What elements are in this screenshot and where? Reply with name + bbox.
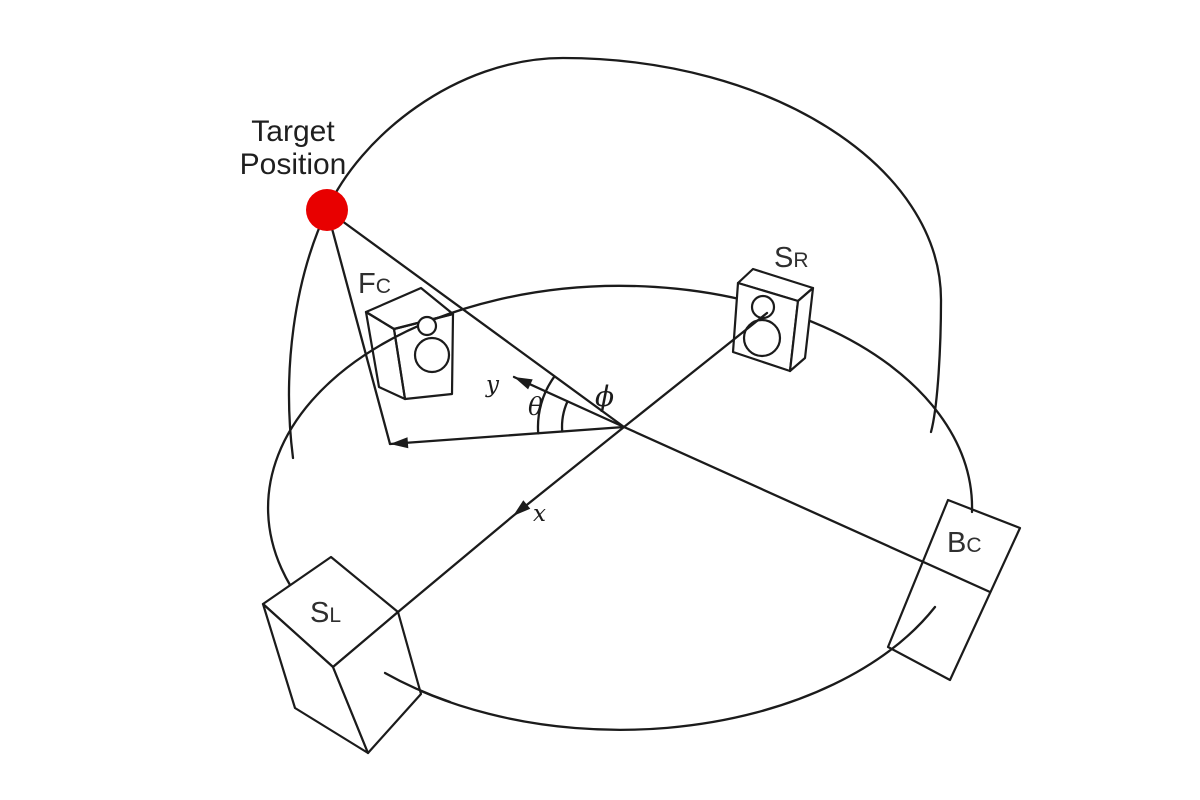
sr-label-main: S <box>774 242 793 274</box>
sl-speaker-label: SL <box>310 597 341 629</box>
target-position-dot <box>306 189 348 231</box>
fc-label-main: F <box>358 268 376 300</box>
speaker-ring <box>266 284 974 731</box>
target-to-listener-line <box>325 208 626 429</box>
target-position-label-line2: Position <box>240 148 347 181</box>
bc-label-sub: C <box>966 534 981 557</box>
fc-speaker-label: FC <box>358 268 391 300</box>
sl-label-main: S <box>310 597 329 629</box>
sr-speaker <box>731 267 815 373</box>
phi-angle-label: ϕ <box>595 380 614 413</box>
projection-arrowhead-icon <box>390 437 409 449</box>
bc-speaker-panel <box>886 498 1022 682</box>
bc-speaker-label: BC <box>947 527 982 559</box>
sr-tweeter <box>750 294 776 320</box>
sl-speaker-right-face <box>331 610 423 755</box>
sr-label-sub: R <box>793 249 808 272</box>
sl-label-sub: L <box>329 604 341 627</box>
y-axis-label: y <box>485 372 500 398</box>
fc-speaker <box>364 286 455 401</box>
fc-label-sub: C <box>376 275 391 298</box>
target-drop-line <box>325 208 392 446</box>
sl-speaker <box>261 555 423 755</box>
sr-speaker-label: SR <box>774 242 809 274</box>
target-projection-line <box>388 425 626 446</box>
theta-angle-label: θ <box>528 392 543 421</box>
sr-woofer <box>742 318 782 358</box>
y-axis-line <box>512 375 992 594</box>
x-axis-label: x <box>533 501 546 527</box>
sr-speaker-right-face <box>788 286 815 373</box>
target-position-label-line1: Target <box>251 115 335 148</box>
bc-label-main: B <box>947 527 966 559</box>
y-axis-arrowhead-icon <box>514 377 533 390</box>
x-axis-arrowhead-icon <box>513 500 531 516</box>
vertical-circle <box>287 56 943 460</box>
fc-tweeter <box>416 315 438 337</box>
fc-woofer <box>413 336 451 374</box>
x-axis-line <box>396 311 769 614</box>
theta-angle-arc <box>560 400 569 433</box>
fc-speaker-left-face <box>364 310 407 401</box>
speaker-ring-segment-sl <box>383 671 452 704</box>
phi-angle-arc <box>536 375 556 435</box>
